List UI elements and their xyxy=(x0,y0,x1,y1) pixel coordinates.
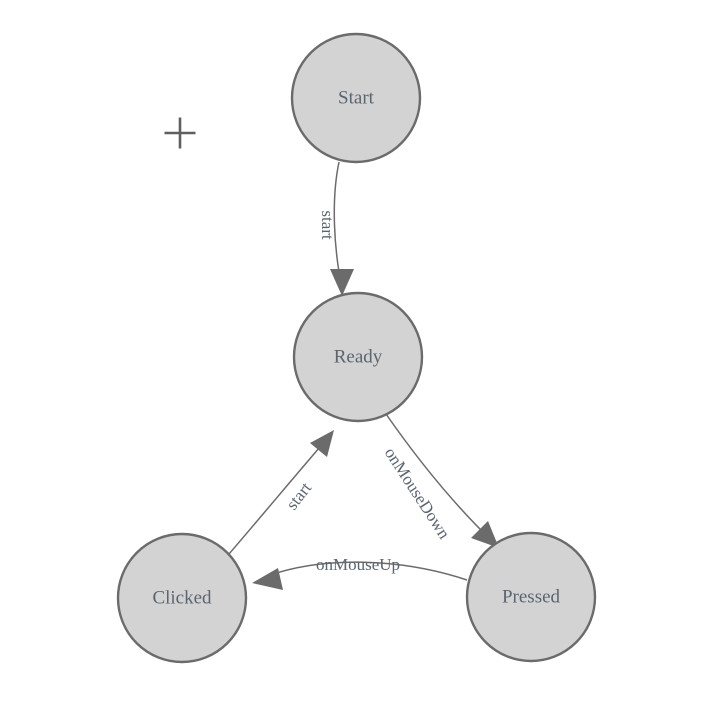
node-ready[interactable]: Ready xyxy=(292,291,424,423)
crosshair-marker[interactable] xyxy=(164,117,196,149)
edge-label-start-to-ready: start xyxy=(318,210,337,240)
arrowhead-pressed-to-clicked xyxy=(252,568,283,590)
edge-pressed-to-clicked[interactable]: onMouseUp xyxy=(252,555,468,590)
node-label-clicked: Clicked xyxy=(152,587,212,608)
edge-label-pressed-to-clicked: onMouseUp xyxy=(316,555,400,574)
arrowhead-start-to-ready xyxy=(330,269,354,296)
arrowhead-ready-to-pressed xyxy=(471,521,499,548)
node-clicked[interactable]: Clicked xyxy=(116,532,248,664)
edge-start-to-ready[interactable]: start xyxy=(318,161,354,296)
node-circle-clicked[interactable] xyxy=(116,532,248,664)
node-start[interactable]: Start xyxy=(290,32,422,164)
node-circle-pressed[interactable] xyxy=(465,531,597,663)
edge-path-clicked-to-ready xyxy=(228,439,327,555)
edge-path-pressed-to-clicked xyxy=(266,561,468,581)
node-circle-ready[interactable] xyxy=(292,291,424,423)
marker-layer xyxy=(164,117,196,149)
node-label-start: Start xyxy=(338,87,375,108)
node-circle-start[interactable] xyxy=(290,32,422,164)
node-label-ready: Ready xyxy=(334,346,383,367)
node-label-pressed: Pressed xyxy=(502,586,561,607)
edge-label-ready-to-pressed: onMouseDown xyxy=(381,444,454,543)
edge-ready-to-pressed[interactable]: onMouseDown xyxy=(381,413,499,548)
edge-clicked-to-ready[interactable]: start xyxy=(228,430,334,555)
arrowhead-clicked-to-ready xyxy=(310,430,334,457)
node-pressed[interactable]: Pressed xyxy=(465,531,597,663)
edge-label-clicked-to-ready: start xyxy=(282,478,315,513)
